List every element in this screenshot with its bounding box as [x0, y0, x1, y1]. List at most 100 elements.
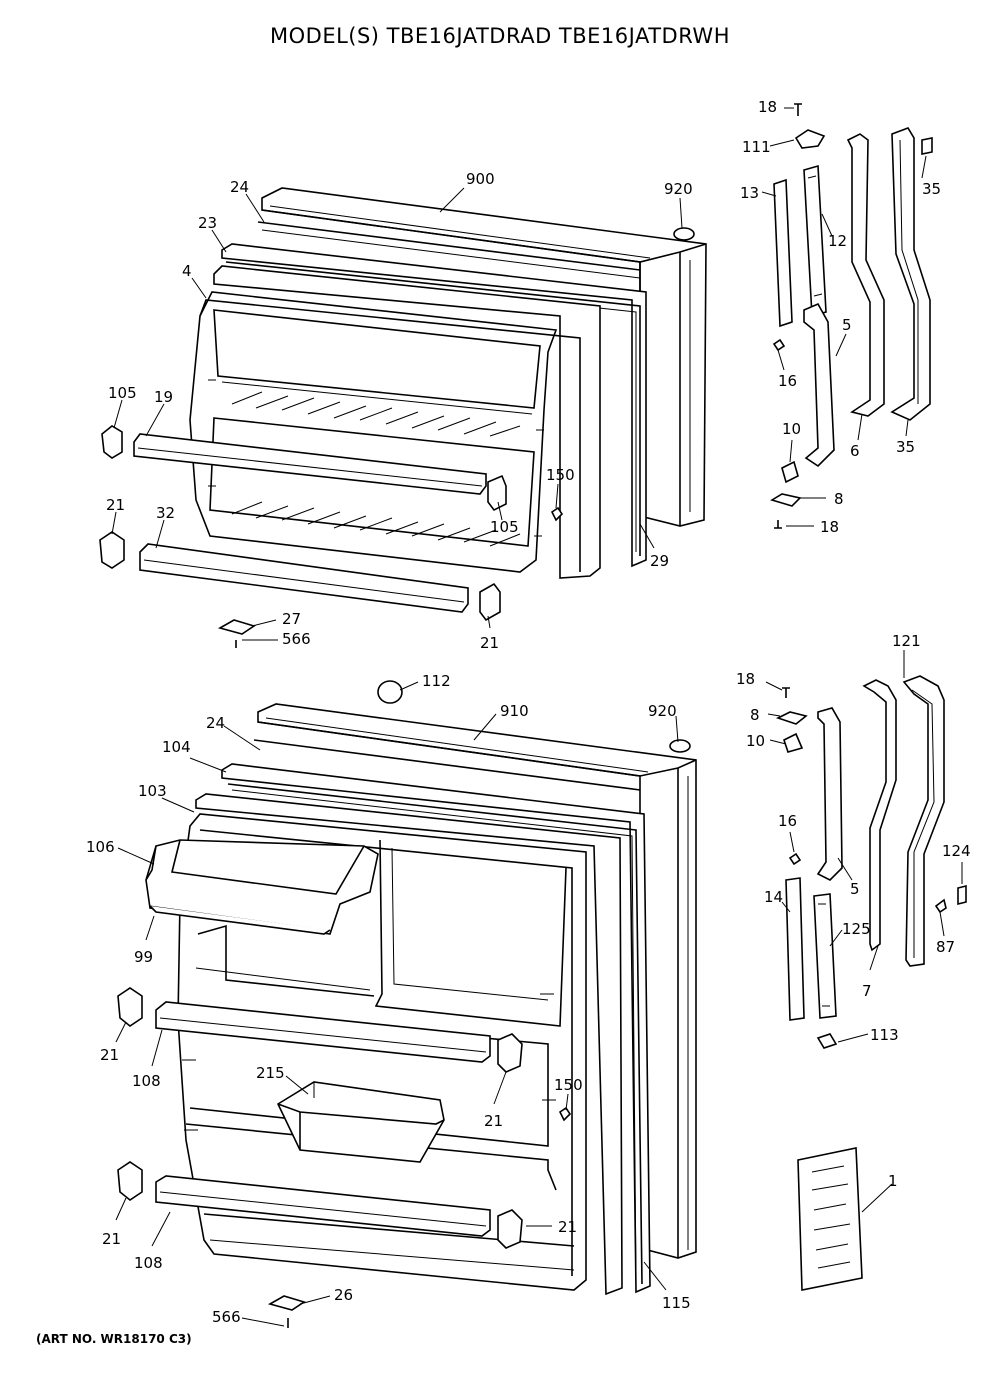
label-115: 115: [662, 1294, 691, 1312]
cap-124: [957, 884, 967, 906]
handle-121-outer: [902, 675, 945, 967]
fresh-food-shelf-bar-108-lower: [155, 1175, 491, 1237]
label-215: 215: [256, 1064, 285, 1082]
dairy-bin-106: [145, 839, 379, 935]
label-111: 111: [742, 138, 771, 156]
handle-bracket-5-lower: [816, 707, 843, 881]
freezer-door-assembly: [99, 187, 707, 648]
plug-112: [377, 680, 403, 704]
fresh-food-shelf-bar-108-upper: [155, 1001, 491, 1063]
label-124: 124: [942, 842, 971, 860]
shelf-support-21-left-middle: [117, 987, 143, 1027]
label-8-upper: 8: [834, 490, 844, 508]
label-8-lower: 8: [750, 706, 760, 724]
label-87: 87: [936, 938, 955, 956]
label-4: 4: [182, 262, 192, 280]
screw-16-upper: [772, 338, 786, 352]
fresh-food-hinge-leader-lines: [765, 650, 963, 1213]
label-35-top: 35: [922, 180, 941, 198]
bracket-26: [267, 1295, 306, 1311]
label-105-right: 105: [490, 518, 519, 536]
label-29: 29: [650, 552, 669, 570]
label-106: 106: [86, 838, 115, 856]
label-26: 26: [334, 1286, 353, 1304]
label-108-lower: 108: [134, 1254, 163, 1272]
handle-7: [862, 679, 897, 952]
screw-150-lower: [558, 1106, 572, 1122]
label-108-upper: 108: [132, 1072, 161, 1090]
label-105-left: 105: [108, 384, 137, 402]
label-16-lower: 16: [778, 812, 797, 830]
plug-920-upper: [673, 227, 695, 241]
trim-14: [785, 877, 805, 1021]
fresh-food-door-assembly: [117, 680, 697, 1328]
screw-16-lower: [788, 852, 802, 866]
label-12: 12: [828, 232, 847, 250]
label-6: 6: [850, 442, 860, 460]
label-21-upper-right: 21: [480, 634, 499, 652]
hinge-cover-111: [794, 129, 826, 149]
screw-18-top: [794, 103, 802, 116]
bracket-27: [217, 619, 256, 635]
trim-12: [803, 164, 827, 318]
plug-10-lower: [783, 732, 804, 753]
label-21-middle-left: 21: [100, 1046, 119, 1064]
label-920-lower: 920: [648, 702, 677, 720]
label-14: 14: [764, 888, 783, 906]
label-900: 900: [466, 170, 495, 188]
label-7: 7: [862, 982, 872, 1000]
bin-215: [276, 1081, 445, 1163]
label-5-upper: 5: [842, 316, 852, 334]
label-27: 27: [282, 610, 301, 628]
screw-18-upper-bottom: [774, 520, 782, 529]
label-566-upper: 566: [282, 630, 311, 648]
handle-35: [890, 127, 931, 421]
fresh-food-hinge-parts: [775, 675, 967, 1291]
label-18-upper-bottom: 18: [820, 518, 839, 536]
label-566-lower: 566: [212, 1308, 241, 1326]
freezer-hinge-leader-lines: [761, 107, 927, 527]
label-121: 121: [892, 632, 921, 650]
freezer-door-liner: [189, 265, 601, 579]
fresh-food-door-gasket: [221, 739, 651, 1294]
screw-18-lower: [782, 687, 790, 698]
label-23: 23: [198, 214, 217, 232]
hinge-8-upper: [770, 493, 802, 507]
freezer-shelf-bar-32: [139, 543, 469, 613]
shelf-support-21-right-upper: [479, 582, 501, 622]
label-16-upper: 16: [778, 372, 797, 390]
freezer-door-gasket: [221, 221, 647, 568]
fresh-food-outer-door-panel: [257, 703, 697, 1259]
label-10-upper: 10: [782, 420, 801, 438]
label-104: 104: [162, 738, 191, 756]
label-112: 112: [422, 672, 451, 690]
label-21-upper-left: 21: [106, 496, 125, 514]
label-32: 32: [156, 504, 175, 522]
label-150-upper: 150: [546, 466, 575, 484]
label-1: 1: [888, 1172, 898, 1190]
label-24-lower: 24: [206, 714, 225, 732]
label-103: 103: [138, 782, 167, 800]
handle-bracket-5-upper: [803, 302, 835, 468]
shelf-support-21-left-upper: [99, 531, 125, 569]
shelf-support-21-right-middle: [497, 1033, 523, 1073]
trim-13: [773, 178, 793, 328]
label-24-upper: 24: [230, 178, 249, 196]
label-99: 99: [134, 948, 153, 966]
label-21-lower-right: 21: [558, 1218, 577, 1236]
shelf-support-21-left-lower: [117, 1161, 143, 1201]
handle-6: [846, 133, 885, 417]
hinge-8-lower: [775, 711, 808, 725]
label-21-middle-right: 21: [484, 1112, 503, 1130]
label-18-lower: 18: [736, 670, 755, 688]
plug-113: [816, 1033, 838, 1049]
freezer-shelf-bar-19: [133, 433, 487, 495]
part-labels: 900 920 24 23 4 105 19 105 150 29 21 32 …: [86, 98, 971, 1326]
diagram-title: MODEL(S) TBE16JATDRAD TBE16JATDRWH: [270, 24, 730, 48]
label-920-upper: 920: [664, 180, 693, 198]
label-21-lower-left: 21: [102, 1230, 121, 1248]
label-125: 125: [842, 920, 871, 938]
trim-125: [813, 893, 837, 1019]
freezer-hinge-parts: [770, 103, 933, 529]
